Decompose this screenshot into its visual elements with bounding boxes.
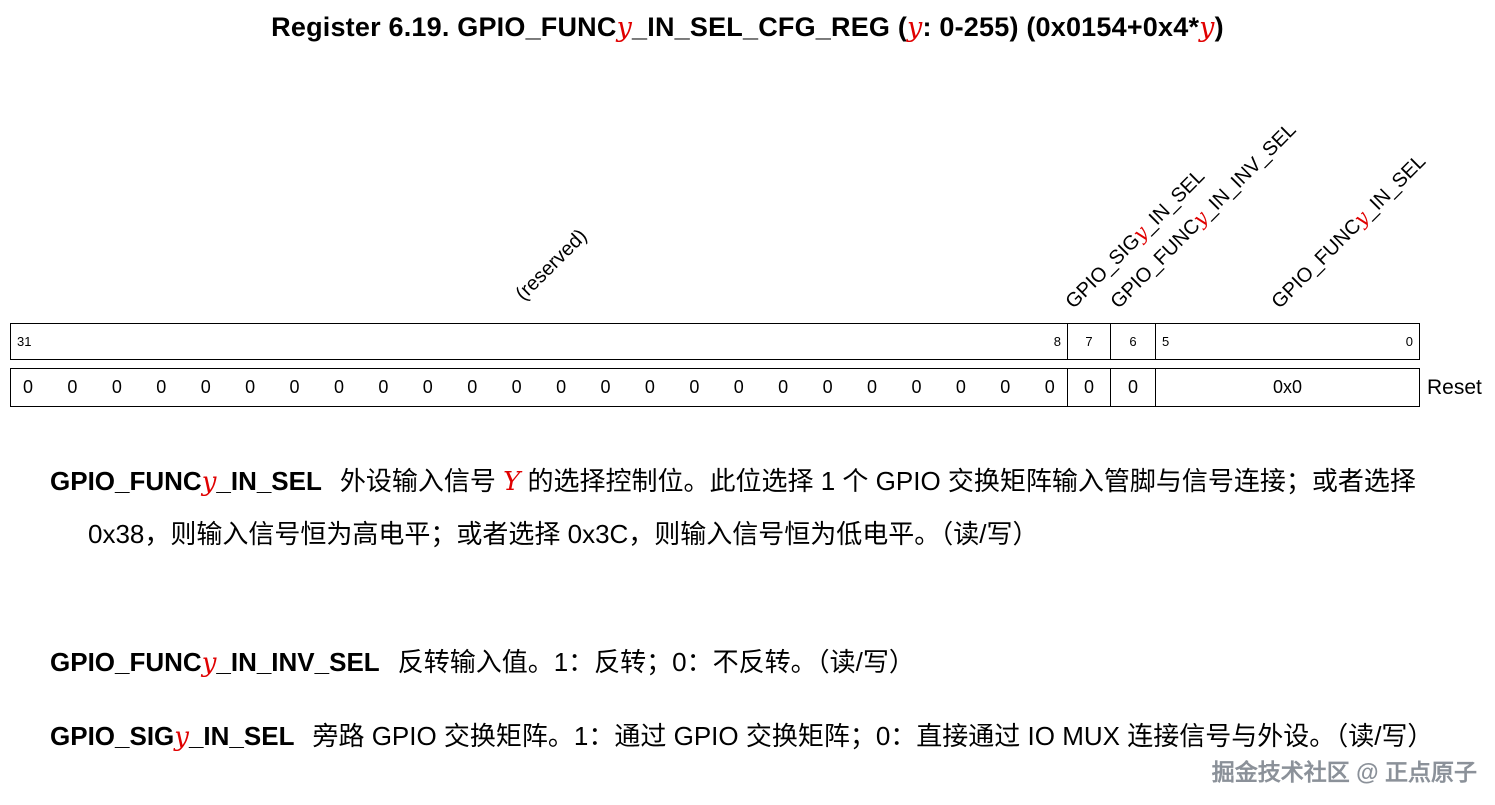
reset-bit-zero: 0 bbox=[200, 377, 211, 397]
reset-bit-zero: 0 bbox=[422, 377, 433, 397]
desc-2-body-part-1: 反转输入值。1：反转；0：不反转。（读/写） bbox=[397, 647, 915, 677]
field-label-reserved: (reserved) bbox=[511, 225, 591, 305]
bit-0-label: 0 bbox=[1405, 334, 1413, 349]
title-part-1: Register 6.19. GPIO_FUNC bbox=[271, 12, 617, 42]
desc-3-body-part-1: 旁路 GPIO 交换矩阵。1：通过 GPIO 交换矩阵；0：直接通过 IO MU… bbox=[312, 721, 1434, 751]
desc-2-name-y: y bbox=[201, 648, 217, 678]
title-y-1: y bbox=[616, 12, 633, 43]
title-part-3: : 0-255) (0x0154+0x4* bbox=[922, 12, 1200, 42]
desc-3-name-part-2: _IN_SEL bbox=[188, 721, 295, 751]
register-title: Register 6.19. GPIO_FUNCy_IN_SEL_CFG_REG… bbox=[0, 12, 1495, 43]
desc-1-body: 外设输入信号 Y 的选择控制位。此位选择 1 个 GPIO 交换矩阵输入管脚与信… bbox=[88, 466, 1416, 549]
reset-bit-zero: 0 bbox=[867, 377, 878, 397]
reset-bit-zero: 0 bbox=[23, 377, 34, 397]
desc-1-name-y: y bbox=[201, 467, 217, 497]
reset-bit-zero: 0 bbox=[556, 377, 567, 397]
description-gpio-sig-in-sel: GPIO_SIGy_IN_SEL 旁路 GPIO 交换矩阵。1：通过 GPIO 交… bbox=[50, 710, 1462, 763]
reset-bit-zero: 0 bbox=[689, 377, 700, 397]
description-gpio-func-in-inv-sel: GPIO_FUNCy_IN_INV_SEL 反转输入值。1：反转；0：不反转。（读… bbox=[50, 636, 1462, 689]
reset-bit-6: 0 bbox=[1110, 369, 1155, 406]
bit-7-label: 7 bbox=[1085, 334, 1093, 349]
reset-bit-zero: 0 bbox=[911, 377, 922, 397]
bit-6-label: 6 bbox=[1129, 334, 1137, 349]
reset-bit-zero: 0 bbox=[600, 377, 611, 397]
reset-bit-zero: 0 bbox=[822, 377, 833, 397]
reset-bit-7: 0 bbox=[1067, 369, 1110, 406]
reset-bit-6-value: 0 bbox=[1127, 377, 1138, 397]
reset-bit-zero: 0 bbox=[111, 377, 122, 397]
field-label-gpio-func-in-sel: GPIO_FUNCy_IN_SEL bbox=[1267, 150, 1430, 313]
bit-number-row: 31 8 7 6 5 0 bbox=[10, 323, 1420, 360]
reset-value-row: 0 0 0 0 0 0 0 0 0 0 0 0 0 0 0 0 0 0 0 0 0 0 0 0 0 0 0x0 bbox=[10, 368, 1420, 407]
reserved-label-text: (reserved) bbox=[511, 224, 592, 305]
desc-1-body-y: Y bbox=[503, 467, 521, 497]
reset-bit-zero: 0 bbox=[467, 377, 478, 397]
reset-field-value: 0x0 bbox=[1272, 377, 1303, 397]
bit-cell-6: 6 bbox=[1110, 324, 1155, 359]
sel-label-part-1: GPIO_FUNC bbox=[1267, 214, 1366, 313]
title-part-2: _IN_SEL_CFG_REG ( bbox=[632, 12, 908, 42]
reset-bits-5-0: 0x0 bbox=[1155, 369, 1419, 406]
watermark: 掘金技术社区 @ 正点原子 bbox=[1211, 759, 1477, 785]
desc-1-body-part-1: 外设输入信号 bbox=[339, 466, 504, 496]
desc-3-body: 旁路 GPIO 交换矩阵。1：通过 GPIO 交换矩阵；0：直接通过 IO MU… bbox=[312, 721, 1433, 751]
desc-3-field-name: GPIO_SIGy_IN_SEL bbox=[50, 721, 295, 752]
reset-bit-zero: 0 bbox=[1000, 377, 1011, 397]
desc-2-body: 反转输入值。1：反转；0：不反转。（读/写） bbox=[398, 647, 915, 677]
inv-label-part-2: _IN_INV_SEL bbox=[1196, 118, 1301, 223]
title-y-2: y bbox=[907, 12, 923, 43]
reset-label: Reset bbox=[1427, 376, 1482, 399]
desc-1-field-name: GPIO_FUNCy_IN_SEL bbox=[50, 466, 322, 497]
desc-2-name-part-1: GPIO_FUNC bbox=[50, 647, 202, 677]
desc-3-name-part-1: GPIO_SIG bbox=[50, 721, 175, 751]
reset-bit-zero: 0 bbox=[289, 377, 300, 397]
desc-1-name-part-1: GPIO_FUNC bbox=[50, 466, 202, 496]
field-label-gpio-func-in-inv-sel: GPIO_FUNCy_IN_INV_SEL bbox=[1106, 118, 1301, 313]
reset-bit-7-value: 0 bbox=[1083, 377, 1094, 397]
desc-2-field-name: GPIO_FUNCy_IN_INV_SEL bbox=[50, 647, 380, 678]
reset-bit-zero: 0 bbox=[378, 377, 389, 397]
title-y-3: y bbox=[1199, 12, 1215, 43]
bit-cell-7: 7 bbox=[1067, 324, 1110, 359]
reset-bits-31-8: 0 0 0 0 0 0 0 0 0 0 0 0 0 0 0 0 0 0 0 0 0 0 0 0 bbox=[11, 369, 1067, 406]
reset-bit-zero: 0 bbox=[333, 377, 344, 397]
reset-bit-zero: 0 bbox=[733, 377, 744, 397]
desc-3-name-y: y bbox=[174, 722, 189, 752]
reset-bit-zero: 0 bbox=[156, 377, 167, 397]
reset-bit-zero: 0 bbox=[1044, 377, 1055, 397]
reset-bit-zero: 0 bbox=[955, 377, 966, 397]
bit-5-label: 5 bbox=[1162, 334, 1170, 349]
reset-bit-zero: 0 bbox=[67, 377, 78, 397]
bit-cell-5-0: 5 0 bbox=[1155, 324, 1419, 359]
desc-2-name-part-2: _IN_INV_SEL bbox=[216, 647, 380, 677]
reset-bit-zero: 0 bbox=[644, 377, 655, 397]
desc-1-body-part-2: 的选择控制位。此位选择 1 个 GPIO 交换矩阵输入管脚与信号连接；或者选择 … bbox=[88, 466, 1416, 549]
reset-bit-zero: 0 bbox=[778, 377, 789, 397]
title-part-4: ) bbox=[1214, 12, 1224, 42]
reset-bit-zero: 0 bbox=[245, 377, 256, 397]
sel-label-part-2: _IN_SEL bbox=[1357, 150, 1431, 223]
bit-31-label: 31 bbox=[17, 334, 32, 349]
bit-cell-31-8: 31 8 bbox=[11, 324, 1067, 359]
reset-bit-zero: 0 bbox=[511, 377, 522, 397]
desc-1-name-part-2: _IN_SEL bbox=[216, 466, 322, 496]
bit-8-label: 8 bbox=[1053, 334, 1061, 349]
